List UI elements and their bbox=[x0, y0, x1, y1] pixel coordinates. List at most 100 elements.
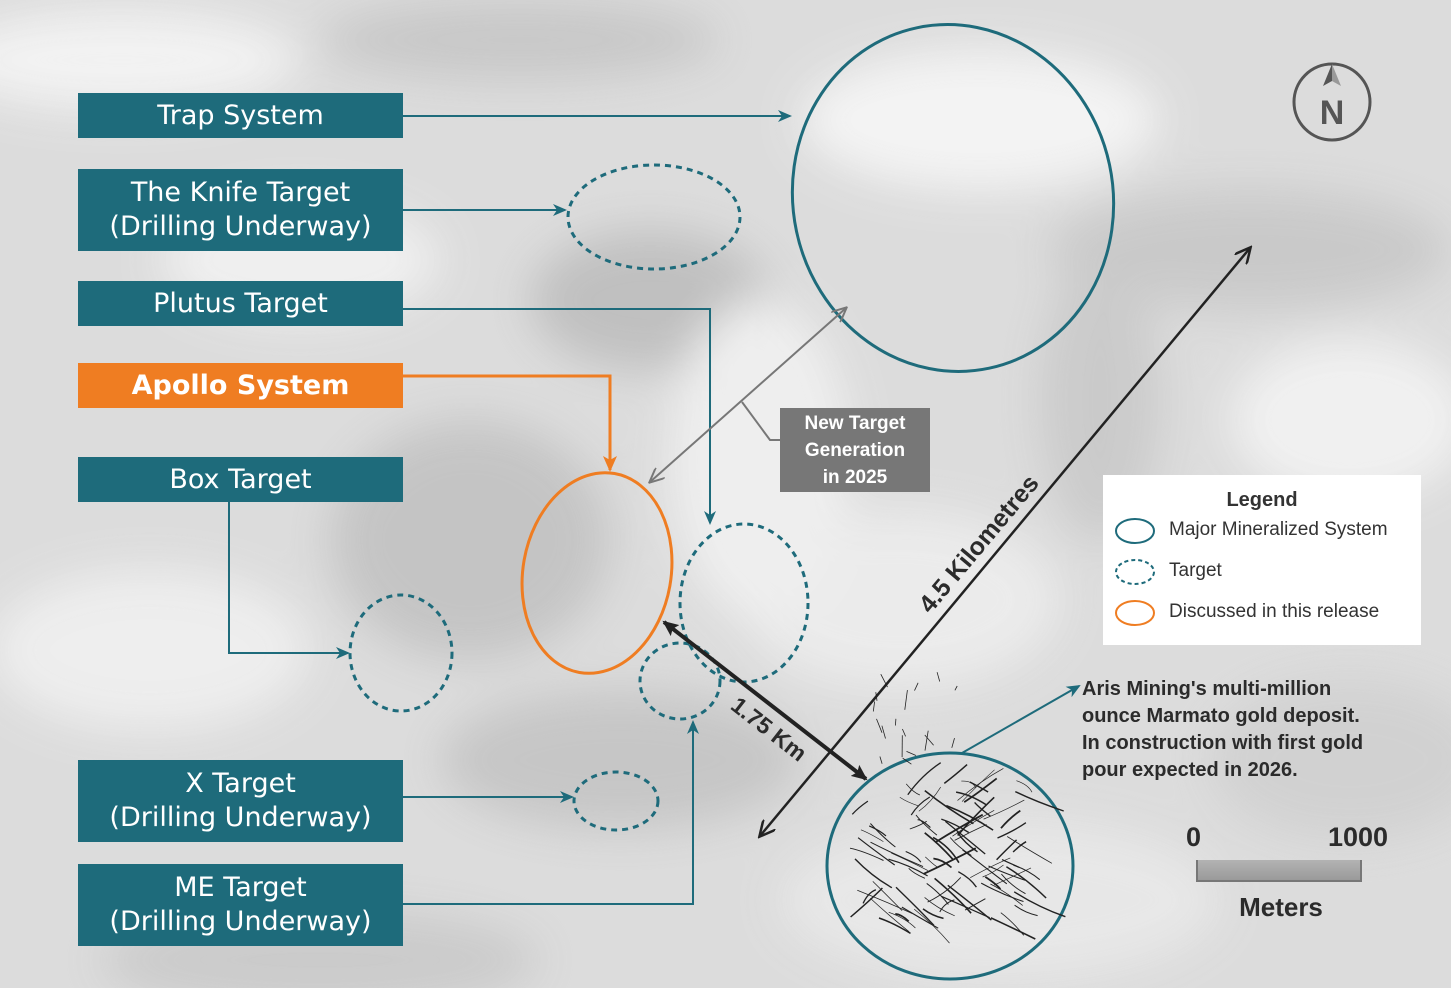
scale-unit: Meters bbox=[1239, 892, 1323, 922]
vein-segment bbox=[851, 800, 869, 815]
vein-segment bbox=[943, 764, 968, 784]
x-target-text-line2: (Drilling Underway) bbox=[109, 802, 372, 833]
scale-max: 1000 bbox=[1328, 822, 1389, 852]
vein-segment bbox=[923, 847, 977, 875]
vein-segment bbox=[980, 882, 1024, 903]
vein-segment bbox=[849, 847, 884, 861]
vein-segment bbox=[924, 897, 955, 917]
vein-segment bbox=[927, 877, 962, 903]
vein-segment bbox=[1016, 780, 1033, 793]
scale-min: 0 bbox=[1186, 822, 1202, 852]
solid-orange-ellipse-icon bbox=[1115, 600, 1155, 626]
marmato-line1: Aris Mining's multi-million bbox=[1082, 678, 1332, 700]
vein-segment bbox=[1012, 841, 1027, 853]
vein-segment bbox=[908, 867, 926, 879]
trap-system-label: Trap System bbox=[78, 93, 403, 138]
vein-segment bbox=[925, 856, 938, 868]
vein-segment bbox=[854, 858, 893, 889]
vein-segment bbox=[891, 852, 929, 871]
me-target-text-line2: (Drilling Underway) bbox=[109, 906, 372, 937]
vein-segment bbox=[936, 672, 941, 682]
vein-segment bbox=[857, 837, 896, 866]
vein-segment bbox=[1014, 904, 1038, 917]
vein-segment bbox=[997, 822, 1027, 839]
vein-segment bbox=[957, 871, 977, 888]
solid-teal-ellipse-icon bbox=[1115, 518, 1155, 544]
vein-segment bbox=[899, 797, 919, 807]
vein-segment bbox=[949, 837, 972, 856]
vein-segment bbox=[951, 737, 955, 748]
vein-segment bbox=[994, 867, 1032, 886]
plutus-target-ellipse bbox=[678, 522, 810, 684]
plutus-target-label: Plutus Target bbox=[78, 281, 403, 326]
knife-target-text-line1: The Knife Target bbox=[130, 177, 351, 208]
vein-segment bbox=[1013, 864, 1041, 881]
marmato-line2: ounce Marmato gold deposit. bbox=[1082, 705, 1360, 727]
north-letter: N bbox=[1320, 94, 1345, 132]
vein-segment bbox=[947, 884, 992, 921]
trap-system-text: Trap System bbox=[157, 99, 324, 131]
knife-target-text-line2: (Drilling Underway) bbox=[109, 211, 372, 242]
vein-segment bbox=[902, 728, 906, 737]
vein-segment bbox=[970, 857, 1011, 878]
marmato-line3: In construction with first gold bbox=[1082, 732, 1364, 754]
legend: Legend Major Mineralized System Target D… bbox=[1103, 475, 1421, 645]
vein-segment bbox=[990, 917, 1036, 940]
vein-segment bbox=[872, 701, 875, 712]
vein-segment bbox=[910, 796, 931, 816]
new-target-line2: Generation bbox=[804, 439, 906, 461]
apollo-system-ellipse bbox=[520, 471, 674, 675]
vein-segment bbox=[934, 877, 972, 914]
vein-segment bbox=[857, 889, 913, 914]
vein-segment bbox=[905, 850, 922, 863]
apollo-system-label: Apollo System bbox=[78, 363, 403, 408]
legend-item-major: Major Mineralized System bbox=[1113, 513, 1388, 547]
vein-segment bbox=[932, 836, 960, 864]
vein-segment bbox=[1013, 891, 1066, 918]
vein-segment bbox=[895, 886, 935, 926]
apollo-system-text: Apollo System bbox=[131, 369, 350, 401]
new-target-generation-box: New Target Generation in 2025 bbox=[780, 408, 930, 492]
vein-segment bbox=[990, 883, 1023, 906]
north-arrow-icon: N bbox=[1292, 62, 1372, 142]
vein-segment bbox=[922, 908, 944, 920]
trap-system-ellipse bbox=[790, 23, 1116, 373]
vein-segment bbox=[888, 911, 916, 929]
plutus-target-text: Plutus Target bbox=[153, 287, 328, 319]
vein-segment bbox=[876, 718, 883, 733]
marmato-line4: pour expected in 2026. bbox=[1082, 759, 1298, 781]
vein-segment bbox=[954, 685, 958, 691]
vein-segment bbox=[870, 823, 896, 848]
vein-segment bbox=[988, 865, 1026, 881]
marmato-leader-line bbox=[961, 685, 1081, 754]
vein-segment bbox=[913, 908, 950, 944]
apollo-leader-line bbox=[403, 374, 617, 472]
me-target-label: ME Target (Drilling Underway) bbox=[78, 864, 403, 946]
vein-segment bbox=[955, 791, 988, 806]
vein-segment bbox=[881, 725, 886, 739]
marmato-annotation: Aris Mining's multi-million ounce Marmat… bbox=[1082, 676, 1442, 784]
vein-segment bbox=[870, 898, 910, 933]
vein-segment bbox=[996, 839, 1018, 861]
me-leader-line bbox=[403, 720, 699, 905]
dashed-teal-ellipse-icon bbox=[1115, 559, 1155, 585]
vein-segment bbox=[957, 768, 1004, 801]
vein-segment bbox=[895, 913, 910, 923]
legend-item-target: Target bbox=[1113, 554, 1222, 588]
vein-segment bbox=[870, 841, 924, 868]
vein-segment bbox=[850, 887, 883, 918]
vein-segment bbox=[914, 682, 919, 691]
vein-segment bbox=[879, 756, 883, 764]
vein-segment bbox=[933, 857, 953, 869]
vein-segment bbox=[939, 899, 955, 913]
new-target-line3: in 2025 bbox=[822, 466, 888, 488]
vein-segment bbox=[1001, 873, 1026, 895]
knife-target-ellipse bbox=[566, 163, 742, 271]
vein-segment bbox=[888, 858, 928, 877]
vein-segment bbox=[1000, 809, 1021, 829]
vein-segment bbox=[924, 730, 929, 751]
x-target-ellipse bbox=[572, 770, 660, 832]
vein-segment bbox=[895, 718, 897, 726]
